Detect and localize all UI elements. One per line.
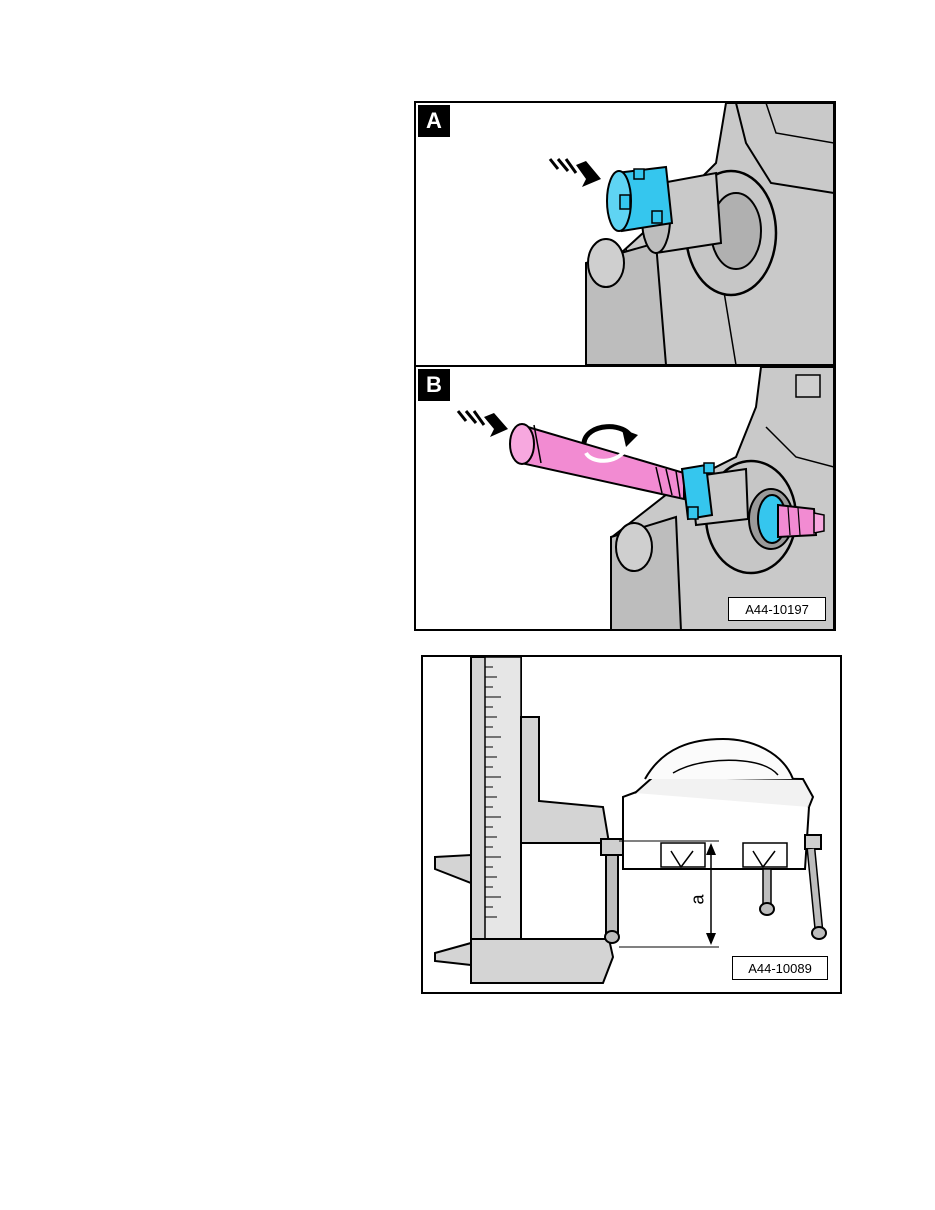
panel-label-b: B — [418, 369, 450, 401]
figure-reference-number: A44-10197 — [728, 597, 826, 621]
panel-a-illustration — [548, 103, 834, 365]
panel-label-a: A — [418, 105, 450, 137]
dimension-label: a — [687, 894, 708, 905]
insert-arrow-icon — [456, 410, 508, 437]
caliper-illustration — [434, 657, 827, 984]
insert-arrow-icon — [548, 158, 601, 187]
panel-a: A — [416, 103, 834, 367]
panel-b: B — [416, 367, 834, 629]
figure-reference-number: A44-10089 — [732, 956, 828, 980]
figure-clutch-tool: A — [414, 101, 836, 631]
panel-b-illustration — [456, 367, 834, 629]
rotate-arrow-icon — [581, 424, 638, 463]
figure-caliper-measurement: a A44-10089 — [421, 655, 842, 994]
